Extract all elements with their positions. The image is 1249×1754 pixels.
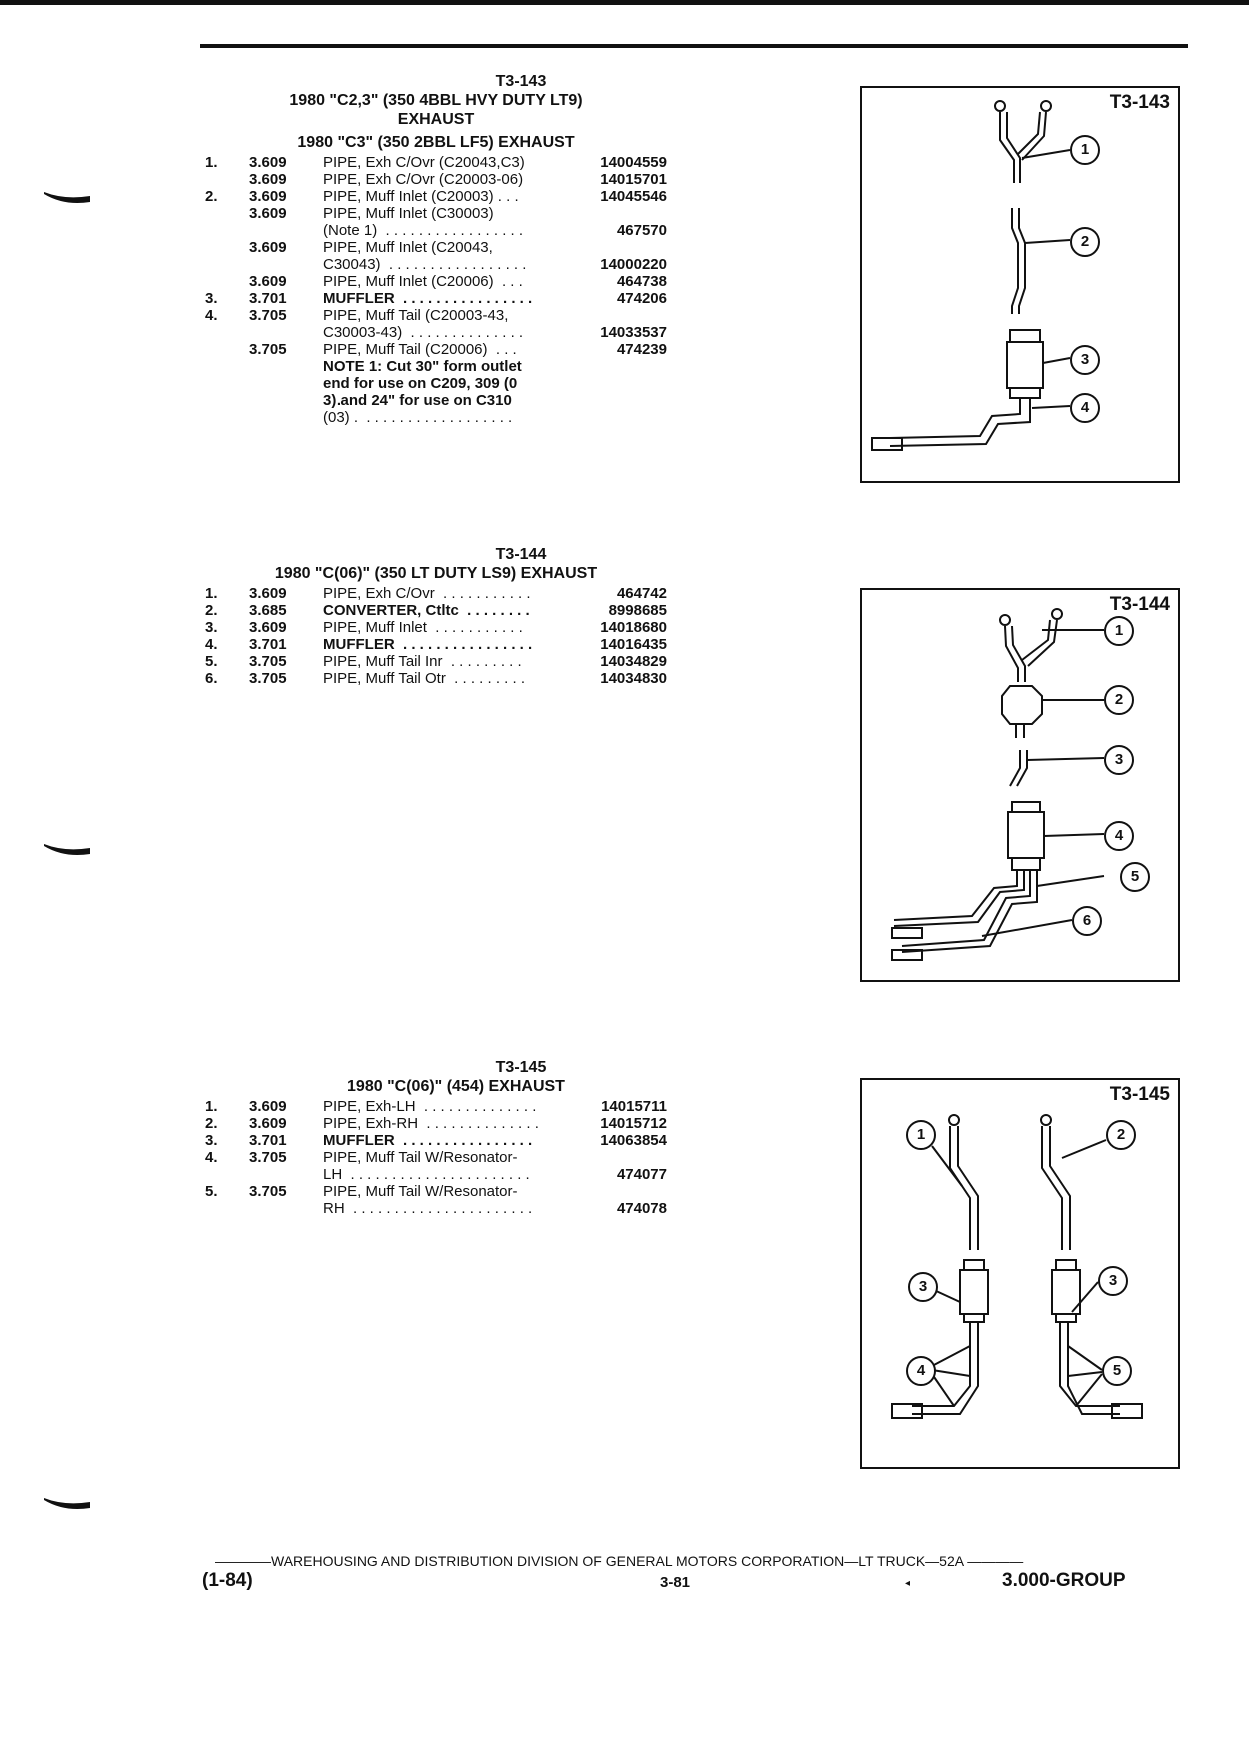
callout-marker: 3 — [1104, 745, 1134, 775]
section-ref: T3-143 — [495, 73, 547, 90]
section-heading: EXHAUST — [397, 111, 475, 128]
footer-publisher-line: ————WAREHOUSING AND DISTRIBUTION DIVISIO… — [215, 1553, 1024, 1569]
callout-marker: 6 — [1072, 906, 1102, 936]
note-row: .NOTE 1: Cut 30" form outlet — [323, 358, 522, 375]
callout-marker: 3 — [1098, 1266, 1128, 1296]
callout-marker: 2 — [1070, 227, 1100, 257]
parts-section-t3-145: T3-145 1980 "C(06)" (454) EXHAUST 1.3.60… — [205, 1058, 667, 1217]
callout-marker: 3 — [1070, 345, 1100, 375]
top-border-line — [0, 0, 1249, 5]
callout-marker: 1 — [1104, 616, 1134, 646]
callout-marker: 1 — [906, 1120, 936, 1150]
callout-marker: 1 — [1070, 135, 1100, 165]
exhaust-illustration — [871, 100, 1071, 451]
parts-section-t3-143: T3-143 1980 "C2,3" (350 4BBL HVY DUTY LT… — [205, 72, 667, 426]
diagram-t3-144: T3-144 1 2 3 4 5 6 — [860, 588, 1180, 982]
header-rule — [200, 44, 1188, 48]
callout-marker: 2 — [1106, 1120, 1136, 1150]
diagram-t3-145: T3-145 1 2 3 3 4 5 — [860, 1078, 1180, 1469]
footer-group: 3.000-GROUP — [1002, 1570, 1126, 1591]
note-row: end for use on C209, 309 (0 — [323, 375, 518, 392]
callout-marker: 4 — [906, 1356, 936, 1386]
section-heading: 1980 "C2,3" (350 4BBL HVY DUTY LT9) — [289, 92, 583, 109]
section-heading: 1980 "C(06)" (454) EXHAUST — [347, 1078, 565, 1095]
page-number: 3-81 — [660, 1574, 691, 1591]
note-row: .3) and 24" for use on C310 — [323, 392, 512, 409]
callout-marker: 5 — [1102, 1356, 1132, 1386]
callout-marker: 5 — [1120, 862, 1150, 892]
callout-marker: 4 — [1104, 821, 1134, 851]
part-row: RH . . . . . . . . . . . . . . . . . . .… — [323, 1200, 667, 1217]
section-ref: T3-145 — [495, 1059, 547, 1076]
binder-mark — [44, 190, 90, 203]
callout-marker: 4 — [1070, 393, 1100, 423]
exhaust-illustration — [891, 608, 1105, 961]
diagram-title: T3-143 — [1109, 92, 1170, 113]
note-row: (03) . . . . . . . . . . . . . . . . . .… — [323, 409, 513, 426]
part-row: C30003-43) . . . . . . . . . . . . . .14… — [323, 324, 667, 341]
diagram-title: T3-145 — [1109, 1084, 1170, 1105]
binder-mark — [44, 842, 90, 855]
section-heading: 1980 "C3" (350 2BBL LF5) EXHAUST — [297, 134, 575, 151]
binder-mark — [44, 1496, 90, 1509]
footer-date: (1-84) — [202, 1570, 253, 1591]
part-row: LH . . . . . . . . . . . . . . . . . . .… — [323, 1166, 667, 1183]
exhaust-illustration — [891, 1114, 1143, 1419]
part-row: C30043) . . . . . . . . . . . . . . . . … — [323, 256, 667, 273]
stray-mark: ◂ — [905, 1578, 911, 1589]
diagram-t3-143: T3-143 1 2 3 4 — [860, 86, 1180, 483]
diagram-title: T3-144 — [1109, 594, 1170, 615]
callout-marker: 3 — [908, 1272, 938, 1302]
section-ref: T3-144 — [495, 546, 547, 563]
part-row: (Note 1) . . . . . . . . . . . . . . . .… — [323, 222, 667, 239]
parts-section-t3-144: T3-144 1980 "C(06)" (350 LT DUTY LS9) EX… — [205, 545, 667, 687]
section-heading: 1980 "C(06)" (350 LT DUTY LS9) EXHAUST — [274, 565, 598, 582]
callout-marker: 2 — [1104, 685, 1134, 715]
